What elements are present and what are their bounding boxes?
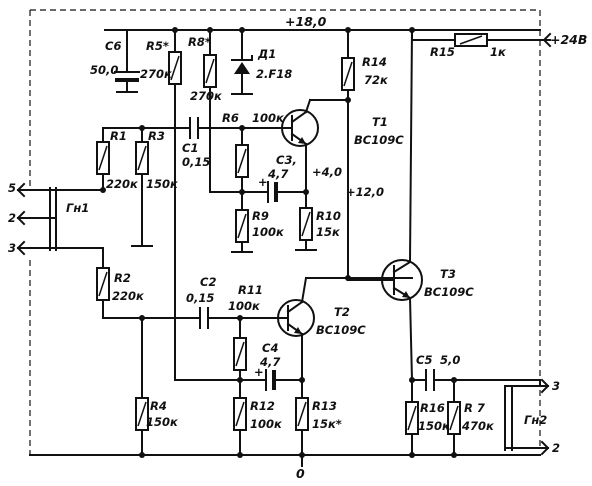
r3-name: R3 [148,129,165,143]
capacitor-c6: C6 50,0 [90,29,140,93]
r2-name: R2 [114,271,131,285]
r9-value: 100к [252,225,285,239]
transistor-t2: T2 ВС109С [277,276,413,399]
r4-value: 150к [146,415,179,429]
r16-value: 150к [418,419,451,433]
resistor-r13: R13 15к* [295,397,342,456]
c5-value: 5,0 [440,353,460,367]
t3-name: T3 [440,267,456,281]
resistor-r6: R6 100к [222,111,285,206]
c3-value: 4,7 [267,167,288,181]
gn1-label: Гн1 [66,201,89,215]
t3-type: ВС109С [424,285,474,299]
r4-name: R4 [150,399,167,413]
c3-plus: + [258,175,268,189]
c2-name: C2 [200,275,216,289]
resistor-r14: R14 72к [341,29,389,279]
d1-name: Д1 [257,47,276,61]
r5-name: R5* [146,39,169,53]
input-24v-label: +24В [550,32,587,47]
resistor-r15: R15 1к [429,33,541,59]
zener-diode-d1: Д1 2.F18 [231,29,292,95]
transistor-t1: T1 ВС109С [281,98,404,193]
gn1-pin5: 5 [8,181,16,195]
c4-plus: + [254,365,264,379]
r8-name: R8* [188,35,211,49]
resistor-r10: R10 15к [295,191,341,251]
t1-emitter-voltage: +4,0 [312,165,342,179]
r10-value: 15к [316,225,341,239]
c3-name: C3, [276,153,297,167]
r6-name: R6 [222,111,239,125]
r9-name: R9 [252,209,269,223]
t1-name: T1 [372,115,388,129]
c1-name: C1 [182,141,198,155]
r13-name: R13 [312,399,337,413]
c4-value: 4,7 [259,355,280,369]
r15-name: R15 [430,45,455,59]
t2-name: T2 [334,305,350,319]
r11-value: 100к [228,299,261,313]
r14-name: R14 [362,55,387,69]
c4-name: C4 [262,341,278,355]
d1-value: 2.F18 [256,67,292,81]
resistor-r5: R5* 270к [140,29,182,381]
resistor-r12: R12 100к [233,397,283,456]
resistor-r7: R 7 470к [447,379,495,456]
resistor-r1: R1 220к [96,127,139,191]
r15-value: 1к [490,45,507,59]
junction-dots [100,27,457,458]
gn1-pin2: 2 [8,211,16,225]
gn2-pin3: 3 [552,379,560,393]
connector-gn2: 3 2 Гн2 [504,378,560,456]
r13-value: 15к* [312,417,342,431]
r11-name: R11 [238,283,263,297]
capacitor-c3: + C3, 4,7 [209,153,307,203]
r8-value: 270к [190,89,223,103]
r5-value: 270к [140,67,173,81]
resistor-r8: R8* 270к [188,29,223,193]
terminal-24v: +24В [539,32,587,48]
t1-collector-voltage: +12,0 [346,185,384,199]
capacitor-c4: + C4 4,7 [174,341,303,391]
r1-value: 220к [106,177,139,191]
gn2-label: Гн2 [524,413,547,427]
gn1-pin3: 3 [8,241,16,255]
c6-value: 50,0 [90,63,118,77]
connector-gn1: Гн1 5 2 3 [8,181,104,256]
r6-value: 100к [252,111,285,125]
capacitor-c5: C5 5,0 [411,353,541,391]
supply-voltage-label: +18,0 [285,14,327,29]
c1-value: 0,15 [182,155,210,169]
transistor-t3: T3 ВС109С [347,28,474,382]
r7-name: R 7 [464,401,485,415]
r10-name: R10 [316,209,341,223]
resistor-r4: R4 150к [135,317,179,456]
gn2-pin2: 2 [552,441,560,455]
r1-name: R1 [110,129,127,143]
c2-value: 0,15 [186,291,214,305]
enclosure-outline [29,9,541,456]
resistor-r3: R3 150к [131,127,179,247]
t2-type: ВС109С [316,323,366,337]
r16-name: R16 [420,401,445,415]
capacitor-c1: C1 0,15 [182,117,210,169]
resistor-r16: R16 150к [405,379,451,456]
r14-value: 72к [364,73,389,87]
c5-name: C5 [416,353,432,367]
c6-name: C6 [105,39,121,53]
r12-name: R12 [250,399,275,413]
resistor-r2: R2 220к [96,247,201,319]
r7-value: 470к [461,419,495,433]
r2-value: 220к [112,289,145,303]
resistor-r11: R11 100к [228,283,263,399]
t1-type: ВС109С [354,133,404,147]
r12-value: 100к [250,417,283,431]
r3-value: 150к [146,177,179,191]
resistor-r9: R9 100к [231,204,285,253]
ground-label: 0 [296,466,305,481]
